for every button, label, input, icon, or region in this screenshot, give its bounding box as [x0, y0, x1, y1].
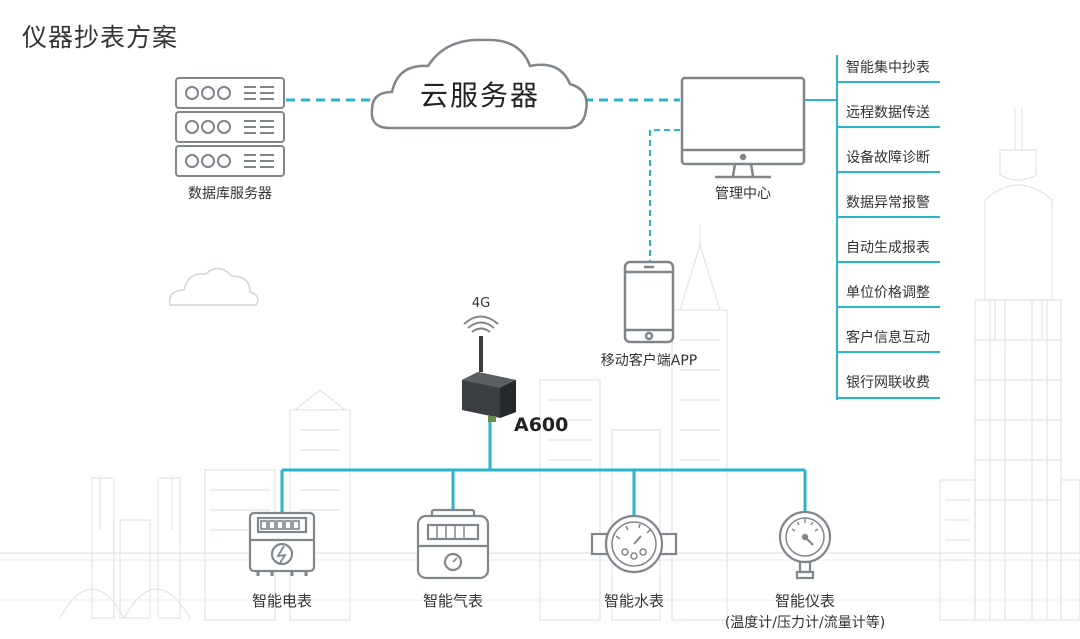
instrument-meter-sublabel: (温度计/压力计/流量计等) [724, 615, 886, 631]
database-server-label: 数据库服务器 [188, 186, 272, 202]
cloud-server-shape [370, 38, 588, 130]
gas-meter-icon [416, 508, 490, 580]
feature-item: 智能集中抄表 [846, 60, 930, 76]
cloud-server-label: 云服务器 [420, 79, 541, 112]
mobile-app-label: 移动客户端APP [600, 353, 698, 369]
feature-item: 客户信息互动 [846, 330, 930, 346]
wifi-signal-icon [463, 315, 499, 333]
feature-item: 单位价格调整 [846, 285, 930, 301]
gateway-model-label: A600 [514, 414, 569, 436]
meter-bus [280, 420, 807, 515]
gas-meter-label: 智能气表 [422, 592, 484, 610]
decorative-cloud [169, 267, 259, 306]
water-meter-icon [590, 514, 678, 574]
water-meter-label: 智能水表 [603, 592, 665, 610]
management-center-label: 管理中心 [715, 186, 771, 202]
feature-item: 设备故障诊断 [846, 150, 930, 166]
mobile-dashed-link [649, 129, 690, 262]
signal-label: 4G [471, 296, 491, 311]
feature-item: 远程数据传送 [846, 105, 930, 121]
feature-item: 数据异常报警 [846, 195, 930, 211]
city-skyline [0, 108, 1080, 621]
electric-meter-icon [248, 511, 316, 576]
pressure-gauge-icon [778, 510, 832, 580]
page-title: 仪器抄表方案 [22, 23, 179, 52]
electric-meter-label: 智能电表 [251, 592, 313, 610]
database-server-icon [175, 77, 285, 177]
feature-item: 自动生成报表 [846, 240, 930, 256]
a600-gateway-device [462, 336, 516, 422]
monitor-icon [680, 76, 806, 179]
mobile-phone-icon [623, 260, 675, 344]
instrument-meter-label: 智能仪表 [774, 592, 836, 610]
feature-bracket [805, 55, 940, 400]
feature-item: 银行网联收费 [846, 375, 930, 391]
